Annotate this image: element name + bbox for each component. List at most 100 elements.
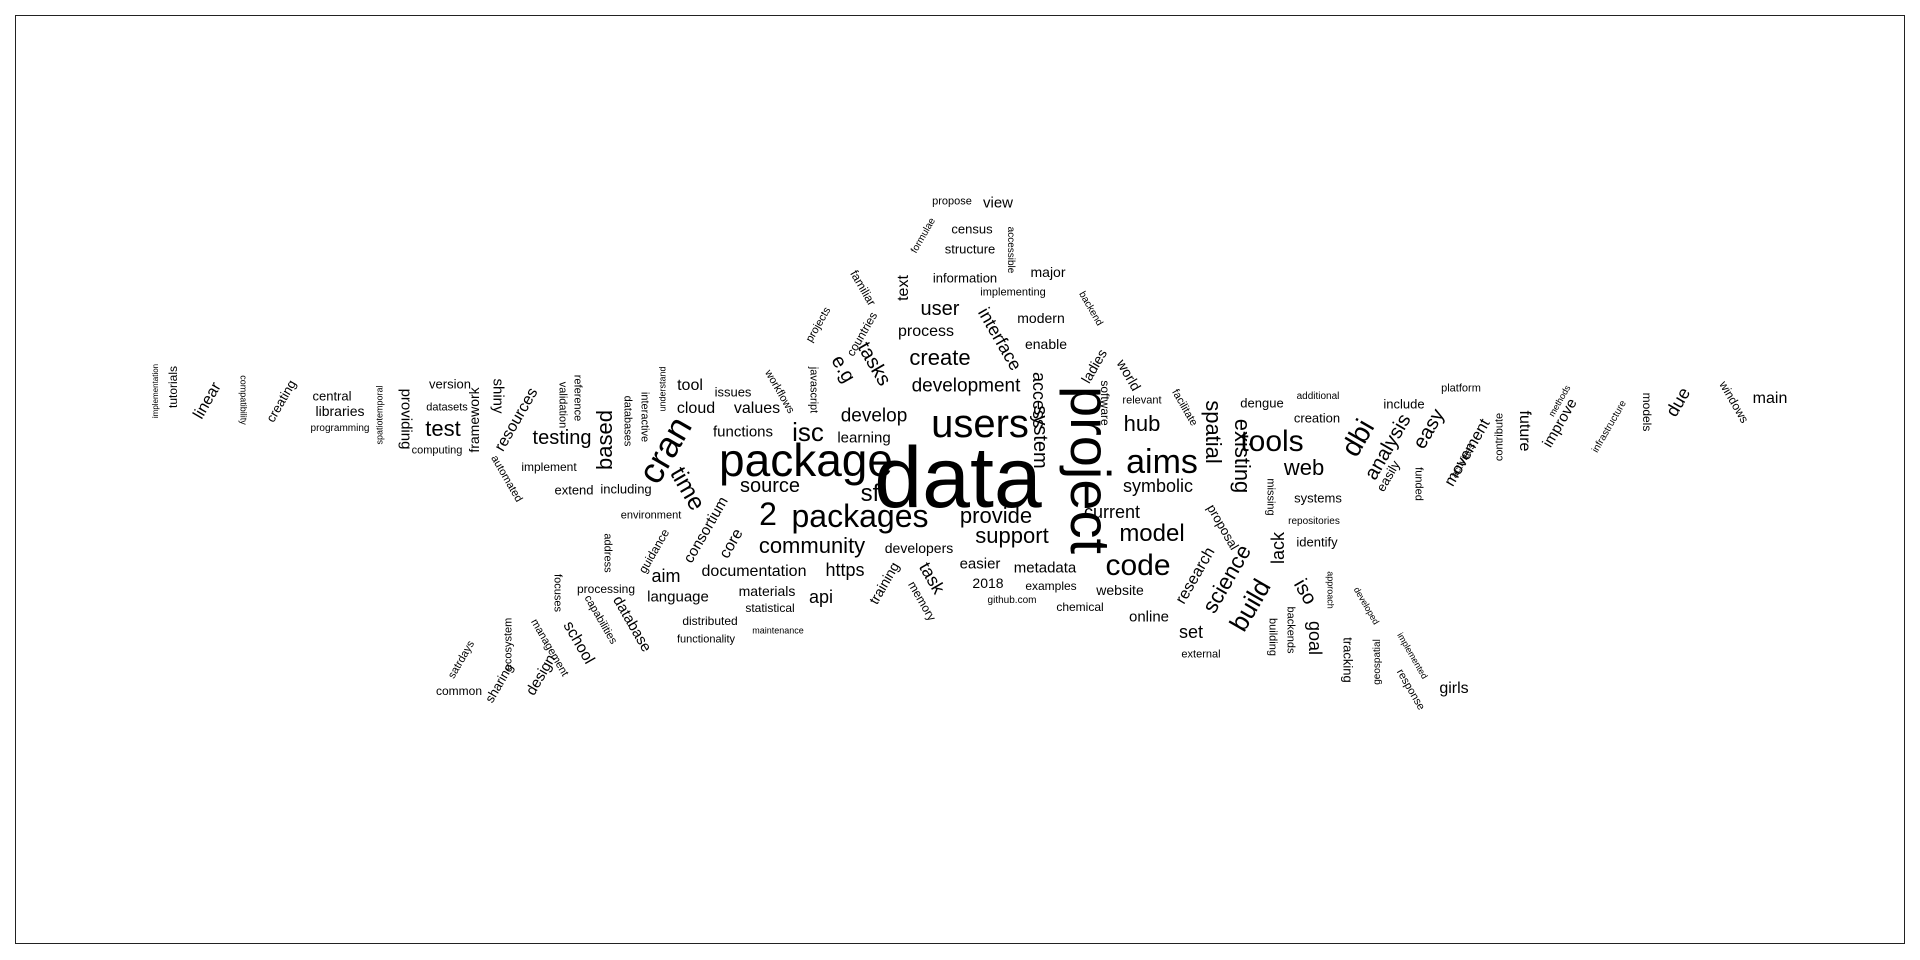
word-major: major	[1030, 264, 1066, 280]
word-model: model	[1119, 520, 1185, 547]
word-central: central	[312, 388, 352, 404]
word-projects: projects	[803, 305, 834, 345]
word-statistical: statistical	[745, 601, 795, 615]
word-including: including	[600, 481, 652, 497]
word-2: 2	[759, 496, 777, 532]
word-tools: tools	[1240, 425, 1304, 458]
word-users: users	[931, 402, 1029, 446]
word-process: process	[897, 323, 955, 340]
word-structure: structure	[944, 241, 996, 257]
word-learning: learning	[837, 429, 891, 447]
word-develop: develop	[840, 405, 908, 427]
word-modern: modern	[1017, 310, 1065, 326]
word-cloud: cloud	[676, 400, 716, 417]
word-https: https	[825, 560, 865, 580]
word-understand: understand	[657, 366, 668, 412]
word-text: text	[895, 275, 912, 301]
word-development: development	[911, 375, 1021, 397]
word-geospatial: geospatial	[1372, 639, 1383, 685]
word-materials: materials	[738, 583, 796, 599]
word-maintenance: maintenance	[752, 625, 804, 636]
word-dengue: dengue	[1240, 395, 1284, 411]
word-easier: easier	[959, 555, 1001, 573]
word-functionality: functionality	[676, 633, 736, 646]
word-repositories: repositories	[1288, 516, 1340, 527]
word-shiny: shiny	[489, 378, 507, 414]
word-contribute: contribute	[1493, 412, 1506, 462]
word-support: support	[975, 523, 1049, 548]
word-developers: developers	[884, 540, 954, 556]
word-issues: issues	[714, 384, 752, 400]
word-future: future	[1516, 410, 1533, 452]
word-facilitate: facilitate	[1169, 387, 1200, 429]
word-tutorials: tutorials	[166, 365, 180, 409]
word-providing: providing	[397, 388, 415, 450]
word-formulae: formulae	[909, 216, 939, 256]
word-chemical: chemical	[1056, 600, 1104, 614]
plot-frame	[15, 15, 1905, 944]
word-extend: extend	[554, 482, 594, 498]
word-reference: reference	[571, 374, 584, 422]
word-linear: linear	[190, 379, 225, 422]
word-view: view	[982, 194, 1014, 212]
word-creating: creating	[262, 377, 300, 425]
word-implementing: implementing	[980, 286, 1046, 299]
word-sf: sf	[860, 480, 880, 507]
word-api: api	[808, 587, 834, 607]
word-building: building	[1266, 618, 1279, 656]
word-time: time	[664, 462, 711, 516]
word-approach: approach	[1325, 571, 1336, 609]
word-source: source	[739, 475, 801, 497]
word-information: information	[932, 270, 998, 286]
word-community: community	[758, 533, 866, 558]
word-backend: backend	[1076, 289, 1105, 328]
word-symbolic: symbolic	[1122, 476, 1194, 496]
word-code: code	[1105, 549, 1171, 582]
word-proposal: proposal	[1204, 501, 1242, 553]
word-compatibility: compatibility	[238, 375, 249, 425]
word-2018: 2018	[972, 575, 1004, 591]
word-spatiotemporal: spatiotemporal	[374, 385, 385, 445]
word-ecosystem: ecosystem	[502, 617, 515, 671]
word-isc: isc	[792, 417, 824, 447]
word-models: models	[1640, 392, 1654, 432]
word-systems: systems	[1294, 490, 1342, 506]
word-goal: goal	[1305, 620, 1325, 656]
word-environment: environment	[620, 509, 682, 522]
word-processing: processing	[576, 582, 636, 596]
word-familiar: familiar	[847, 267, 879, 309]
word-due: due	[1661, 383, 1695, 421]
word-focuses: focuses	[551, 574, 564, 612]
word-missing: missing	[1264, 478, 1277, 516]
word-website: website	[1096, 582, 1144, 598]
word-external: external	[1181, 648, 1221, 661]
word-computing: computing	[411, 444, 463, 457]
word-documentation: documentation	[701, 563, 807, 580]
word-test: test	[425, 416, 461, 441]
word-aim: aim	[651, 566, 681, 586]
word-framework: framework	[466, 387, 482, 453]
word-packages: packages	[791, 498, 929, 534]
word-enable: enable	[1024, 336, 1068, 352]
word-school: school	[559, 618, 598, 668]
word-spatial: spatial	[1201, 400, 1226, 464]
word-infrastructure: infrastructure	[1590, 398, 1629, 455]
word-interactive: interactive	[638, 391, 651, 443]
word-datasets: datasets	[426, 401, 468, 414]
word-developed: developed	[1351, 585, 1382, 627]
word-testing: testing	[532, 427, 592, 449]
word-iso: iso	[1289, 575, 1321, 609]
word-examples: examples	[1025, 579, 1077, 593]
word-existing: existing	[1230, 418, 1255, 494]
word-validation: validation	[556, 381, 569, 429]
word-libraries: libraries	[315, 403, 365, 419]
word-girls: girls	[1439, 680, 1469, 697]
word-version: version	[429, 376, 471, 392]
word-based: based	[592, 410, 617, 470]
word-package: package	[719, 434, 893, 486]
word-funded: funded	[1412, 467, 1425, 501]
word-easy: easy	[1408, 405, 1450, 453]
word-automated: automated	[488, 453, 525, 505]
word-census: census	[951, 221, 993, 237]
word-implement: implement	[521, 460, 577, 474]
